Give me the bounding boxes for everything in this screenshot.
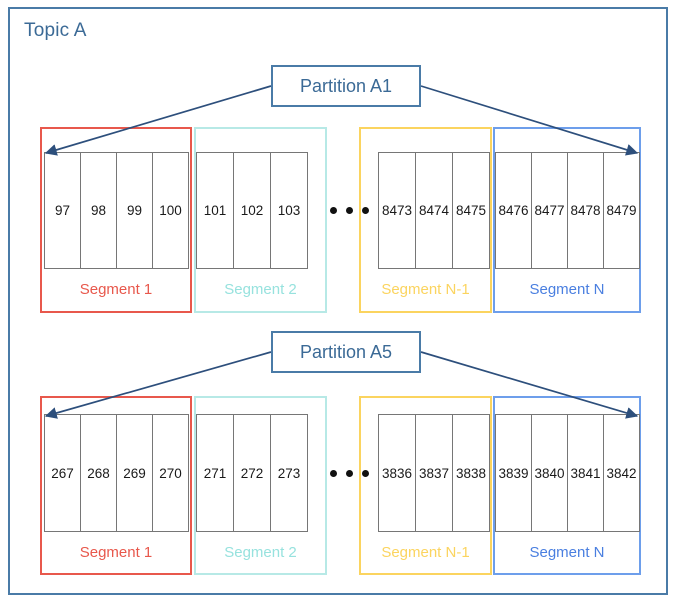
offset-cell: 8473 bbox=[378, 152, 416, 269]
topic-title: Topic A bbox=[24, 20, 87, 41]
segment-label-1: Segment 1 bbox=[79, 544, 153, 561]
offset-cell: 269 bbox=[116, 414, 153, 532]
offset-cell: 102 bbox=[233, 152, 271, 269]
offset-cell: 270 bbox=[152, 414, 189, 532]
offset-cell: 267 bbox=[44, 414, 81, 532]
segment-label-1: Segment 1 bbox=[79, 281, 153, 298]
partition-label-text: Partition A1 bbox=[299, 75, 393, 96]
offset-cell: 3840 bbox=[531, 414, 568, 532]
offset-cell: 103 bbox=[270, 152, 308, 269]
offset-cell: 3839 bbox=[495, 414, 532, 532]
offset-cell: 100 bbox=[152, 152, 189, 269]
segment-label-n: Segment N bbox=[529, 281, 605, 298]
partition-label-a5[interactable]: Partition A5 bbox=[271, 331, 421, 373]
offset-cell: 8479 bbox=[603, 152, 640, 269]
partition-label-text: Partition A5 bbox=[299, 341, 393, 362]
offset-cell: 8475 bbox=[452, 152, 490, 269]
segment-label-n: Segment N bbox=[529, 544, 605, 561]
ellipsis-row-2 bbox=[330, 470, 369, 477]
offset-cell: 268 bbox=[80, 414, 117, 532]
segment-label-2: Segment 2 bbox=[224, 281, 297, 298]
offset-cell: 3837 bbox=[415, 414, 453, 532]
offset-cell: 8476 bbox=[495, 152, 532, 269]
offset-cell: 3841 bbox=[567, 414, 604, 532]
segment-label-n-1: Segment N-1 bbox=[381, 544, 470, 561]
segment-label-n-1: Segment N-1 bbox=[381, 281, 470, 298]
offset-cell: 8477 bbox=[531, 152, 568, 269]
offset-cell: 273 bbox=[270, 414, 308, 532]
offset-cell: 271 bbox=[196, 414, 234, 532]
offset-cell: 97 bbox=[44, 152, 81, 269]
offset-cell: 8474 bbox=[415, 152, 453, 269]
offset-cell: 101 bbox=[196, 152, 234, 269]
segment-label-2: Segment 2 bbox=[224, 544, 297, 561]
offset-cell: 3838 bbox=[452, 414, 490, 532]
offset-cell: 8478 bbox=[567, 152, 604, 269]
offset-cell: 3836 bbox=[378, 414, 416, 532]
offset-cell: 3842 bbox=[603, 414, 640, 532]
offset-cell: 272 bbox=[233, 414, 271, 532]
offset-cell: 99 bbox=[116, 152, 153, 269]
ellipsis-row-1 bbox=[330, 207, 369, 214]
offset-cell: 98 bbox=[80, 152, 117, 269]
partition-label-a1[interactable]: Partition A1 bbox=[271, 65, 421, 107]
